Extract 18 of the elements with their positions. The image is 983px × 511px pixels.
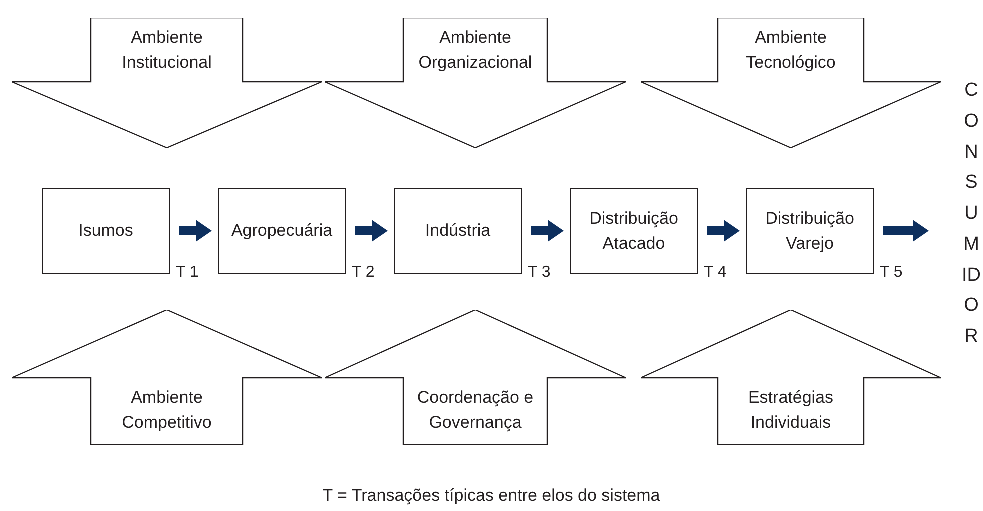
caption: T = Transações típicas entre elos do sistema bbox=[322, 486, 660, 505]
box-label: Agropecuária bbox=[231, 220, 333, 242]
box-label: Indústria bbox=[425, 220, 491, 242]
arrow-label: Ambiente Institucional bbox=[121, 26, 213, 74]
arrow bbox=[531, 220, 564, 242]
box-label: Distribuição Atacado bbox=[588, 208, 680, 255]
arrow-label: Ambiente Tecnológico bbox=[745, 26, 837, 74]
arrow-label: Coordenação e Governança bbox=[416, 386, 535, 434]
arrow-label: Ambiente Competitivo bbox=[121, 386, 213, 434]
arrow bbox=[707, 220, 740, 242]
vertical-label: CONSUMIDOR bbox=[962, 79, 981, 350]
arrow-label: Ambiente Organizacional bbox=[418, 26, 534, 74]
arrow bbox=[179, 220, 212, 242]
arrow bbox=[355, 220, 388, 242]
arrow bbox=[883, 220, 929, 242]
box-label: Isumos bbox=[78, 220, 134, 242]
arrow-label: Estratégias Individuais bbox=[747, 386, 835, 434]
box-label: Distribuição Varejo bbox=[764, 208, 856, 255]
